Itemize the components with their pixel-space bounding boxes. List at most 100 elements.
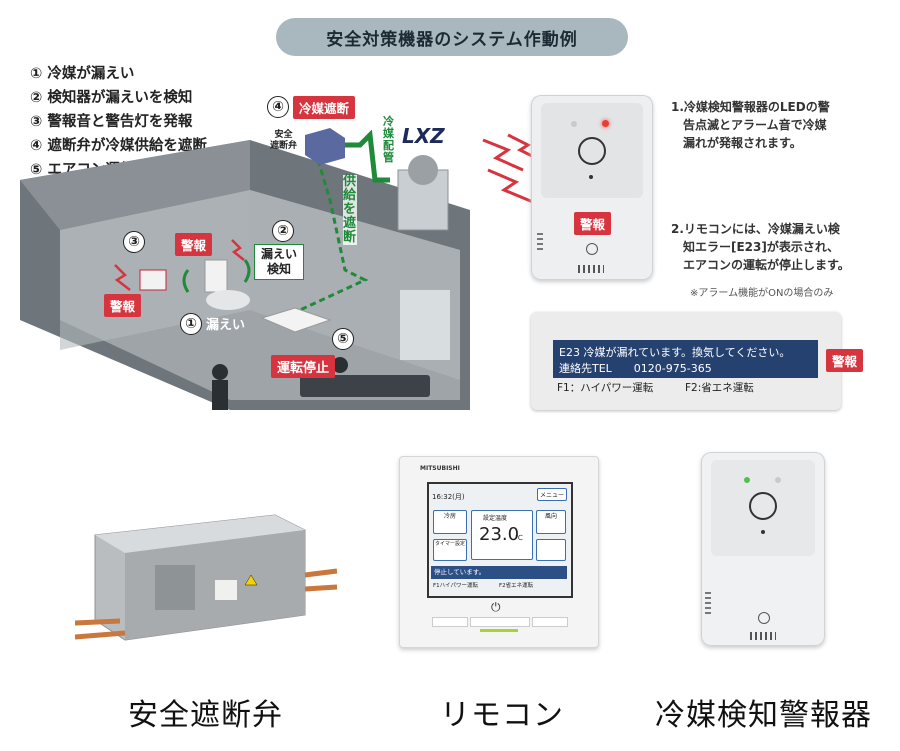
alarm-light-wall bbox=[139, 269, 167, 291]
brand-logo: LXZ bbox=[402, 124, 445, 148]
copper-pipe-3 bbox=[304, 568, 338, 578]
lightning-2 bbox=[487, 168, 534, 204]
caption-valve: 安全遮断弁 bbox=[128, 698, 283, 733]
note-3: ※アラーム機能がONの場合のみ bbox=[690, 288, 834, 299]
detector-product-button[interactable] bbox=[749, 492, 777, 520]
led-left-icon bbox=[571, 121, 577, 127]
remote-f2: F2省エネ運転 bbox=[499, 583, 534, 589]
signal-arc-right bbox=[243, 259, 251, 283]
power-icon[interactable]: ⏻ bbox=[491, 600, 501, 614]
detector-product-vent-icon bbox=[750, 632, 776, 640]
note-2: 2.リモコンには、冷媒漏えい検 知エラー[E23]が表示され、 エアコンの運転が… bbox=[671, 220, 850, 274]
wall-chart-board bbox=[400, 290, 450, 360]
valve-label bbox=[215, 580, 237, 600]
safety-valve-box bbox=[305, 128, 345, 165]
detector-product-side-vent-icon bbox=[705, 592, 711, 616]
caption-remote: リモコン bbox=[440, 698, 564, 733]
person-seated bbox=[332, 357, 348, 373]
remote-temp-box[interactable] bbox=[471, 510, 533, 560]
alarm-tag-top: 警報 bbox=[175, 233, 213, 256]
detector-product-speaker-icon bbox=[758, 612, 770, 624]
valve-body-top bbox=[95, 515, 305, 553]
led-green-icon bbox=[744, 477, 750, 483]
lcd-screen bbox=[553, 340, 818, 378]
detector-alarm-tag: 警報 bbox=[574, 212, 612, 235]
step-3: ③ 警報音と警告灯を発報 bbox=[30, 114, 193, 130]
remote-menu-button[interactable]: メニュー bbox=[537, 488, 568, 501]
detector-product bbox=[701, 452, 825, 646]
safety-valve-product bbox=[75, 514, 338, 641]
copper-pipe-2 bbox=[75, 630, 126, 640]
detector-product-dot-icon bbox=[761, 530, 765, 534]
leak-detect-label: 漏えい 検知 bbox=[254, 244, 305, 280]
remote-time: 16:32(月) bbox=[432, 493, 465, 501]
remote-status-bar: 停止しています。 bbox=[431, 566, 567, 579]
operation-stop-tag: 運転停止 bbox=[271, 355, 336, 378]
note-1: 1.冷媒検知警報器のLEDの警 告点滅とアラーム音で冷媒 漏れが発報されます。 bbox=[671, 98, 830, 152]
remote-mode-button[interactable]: 冷房 bbox=[433, 510, 467, 534]
lcd-panel: E23 冷媒が漏れています。換気してください。 連絡先TEL 0120-975-… bbox=[531, 312, 841, 410]
note-2-line-1: 2.リモコンには、冷媒漏えい検 bbox=[671, 222, 840, 236]
marker-2: ② bbox=[272, 220, 294, 242]
detector-dot-icon bbox=[589, 175, 593, 179]
indoor-unit bbox=[260, 307, 332, 333]
lcd-alarm-tag: 警報 bbox=[826, 349, 864, 372]
remote-temp-value: 23.0 bbox=[479, 524, 520, 545]
marker-5: ⑤ bbox=[332, 328, 354, 350]
person-standing-body bbox=[212, 380, 228, 410]
leak-detect-label-1: 漏えい bbox=[261, 247, 298, 261]
speaker-icon bbox=[586, 243, 598, 255]
remote-timer-button[interactable]: タイマー設定 bbox=[433, 539, 467, 561]
person-standing bbox=[212, 364, 228, 380]
alarm-tag-left: 警報 bbox=[104, 294, 142, 317]
remote-fan-button[interactable]: 風向 bbox=[536, 510, 566, 534]
vent-grille-icon bbox=[578, 265, 604, 273]
step-2: ② 検知器が漏えいを検知 bbox=[30, 90, 193, 106]
alarm-zigzag-top bbox=[231, 239, 245, 261]
side-vent-icon bbox=[537, 233, 543, 253]
note-2-line-3: エアコンの運転が停止します。 bbox=[683, 258, 850, 272]
remote-brand: MITSUBISHI bbox=[420, 465, 460, 472]
note-1-line-3: 漏れが発報されます。 bbox=[683, 136, 802, 150]
step-4: ④ 遮断弁が冷媒供給を遮断 bbox=[30, 138, 207, 154]
remote-key-3[interactable] bbox=[532, 617, 568, 627]
remote-setting-label: 設定温度 bbox=[483, 515, 508, 522]
remote-key-2[interactable] bbox=[470, 617, 530, 627]
marker-3: ③ bbox=[123, 231, 145, 253]
lcd-f2: F2:省エネ運転 bbox=[685, 382, 754, 394]
meeting-table bbox=[300, 375, 430, 397]
copper-pipe-1 bbox=[75, 618, 121, 626]
leak-detect-label-2: 検知 bbox=[267, 262, 292, 276]
signal-arc-left bbox=[182, 269, 190, 293]
supply-pipe-dashed bbox=[299, 159, 369, 312]
lcd-f1: F1：ハイパワー運転 bbox=[557, 382, 654, 394]
room-illustration bbox=[20, 128, 470, 410]
room-ceiling-edge bbox=[20, 140, 250, 230]
step-1: ① 冷媒が漏えい bbox=[30, 66, 135, 82]
note-1-line-1: 1.冷媒検知警報器のLEDの警 bbox=[671, 100, 830, 114]
valve-panel bbox=[155, 565, 195, 610]
remote-f1: F1ハイパワー運転 bbox=[433, 583, 478, 589]
safety-valve-label-1: 安全 bbox=[274, 130, 293, 140]
caption-detector: 冷媒検知警報器 bbox=[655, 698, 872, 733]
detector-button[interactable] bbox=[578, 137, 606, 165]
remote-key-1[interactable] bbox=[432, 617, 468, 627]
warning-icon bbox=[244, 574, 258, 586]
marker-1: ① bbox=[180, 313, 202, 335]
refrigerant-cutoff-tag: 冷媒遮断 bbox=[293, 96, 356, 119]
lightning-1 bbox=[482, 138, 524, 172]
remote-fan-speed-button[interactable] bbox=[536, 539, 566, 561]
leak-detector-wall bbox=[204, 259, 228, 293]
detector-device-top: 警報 bbox=[531, 95, 653, 280]
safety-valve-label-2: 遮断弁 bbox=[270, 141, 298, 151]
alarm-lightning bbox=[482, 133, 541, 204]
note-1-line-2: 告点滅とアラーム音で冷媒 bbox=[683, 118, 827, 132]
leak-label: 漏えい bbox=[206, 318, 246, 333]
led-right-icon bbox=[602, 120, 609, 127]
lcd-line-1: E23 冷媒が漏れています。換気してください。 bbox=[559, 346, 791, 359]
remote-screen: 16:32(月) メニュー 冷房 タイマー設定 設定温度 23.0 ℃ 風向 停… bbox=[427, 482, 573, 598]
alarm-zigzag-left bbox=[114, 264, 131, 291]
step-list: ① 冷媒が漏えい ② 検知器が漏えいを検知 ③ 警報音と警告灯を発報 ④ 遮断弁… bbox=[30, 62, 207, 182]
note-2-line-2: 知エラー[E23]が表示され、 bbox=[683, 240, 839, 254]
safety-valve-label: 安全 遮断弁 bbox=[270, 130, 297, 152]
